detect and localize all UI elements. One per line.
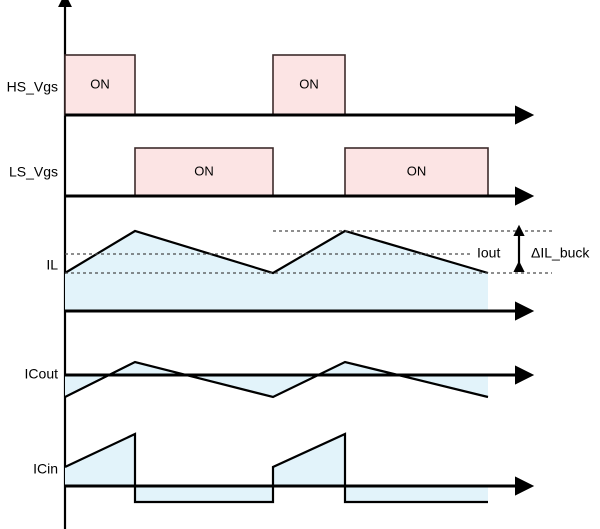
on-label-hs_vgs-1: ON [299,76,319,91]
row-label-il: IL [46,257,58,273]
icin-fill-discharge-3 [345,486,488,502]
trace-il [64,229,489,275]
row-label-hs_vgs: HS_Vgs [7,79,58,95]
delta-il-label: ΔIL_buck [531,245,590,261]
on-pulse-ls_vgs-0 [134,147,274,197]
iout-label: Iout [477,245,500,261]
waveform-row-ls_vgs: ON ON LS_Vgs [9,147,535,206]
on-label-ls_vgs-1: ON [407,163,427,178]
row-label-icin: ICin [33,461,58,477]
icin-fill-charge-0 [65,434,135,486]
on-pulse-hs_vgs-1 [272,54,346,116]
waveform-row-icout: ICout [25,360,535,399]
trace-icin [64,432,488,504]
on-pulse-ls_vgs-1 [344,147,489,197]
waveform-row-il: IL [46,229,535,321]
row-label-ls_vgs: LS_Vgs [9,164,58,180]
trace-icout [64,360,489,399]
row-label-icout: ICout [25,366,59,382]
icin-fill-discharge-1 [135,486,273,502]
on-label-ls_vgs-0: ON [194,163,214,178]
waveform-row-icin: ICin [33,432,535,504]
waveform-row-hs_vgs: ON ON HS_Vgs [7,54,535,125]
annotations-layer: Iout ΔIL_buck [65,224,590,274]
icin-fill-charge-2 [273,434,345,486]
on-label-hs_vgs-0: ON [90,76,110,91]
